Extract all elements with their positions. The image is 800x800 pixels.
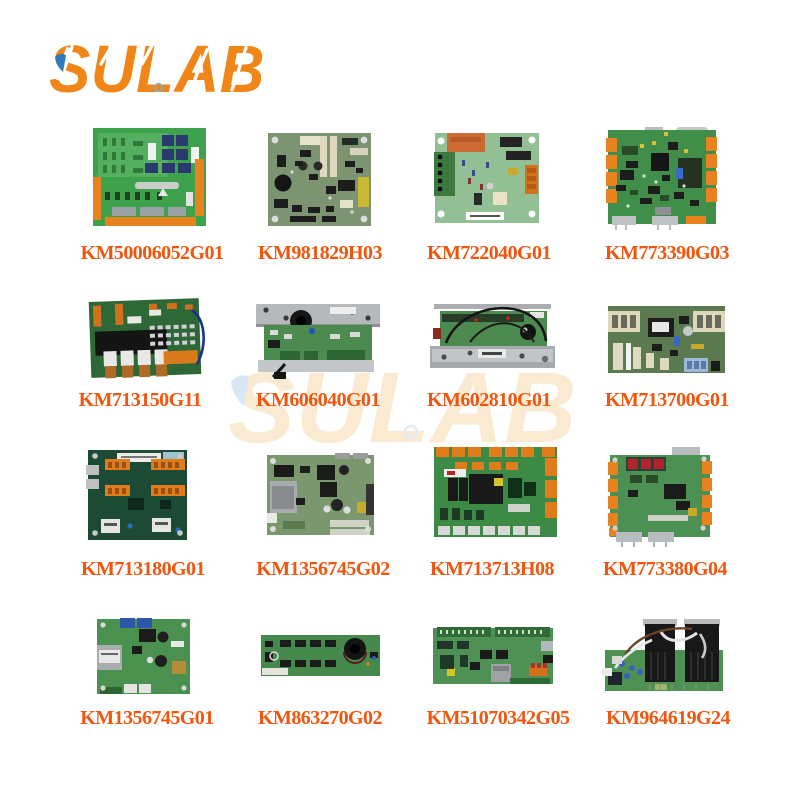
svg-text:KM773380G04: KM773380G04 — [603, 558, 727, 580]
svg-text:KM773390G03: KM773390G03 — [605, 242, 729, 264]
svg-text:KM713150G11: KM713150G11 — [79, 389, 202, 411]
svg-text:KM713180G01: KM713180G01 — [81, 558, 205, 580]
svg-text:KM1356745G01: KM1356745G01 — [80, 707, 213, 729]
svg-text:KM863270G02: KM863270G02 — [258, 707, 382, 729]
svg-text:KM602810G01: KM602810G01 — [427, 389, 551, 411]
svg-text:KM606040G01: KM606040G01 — [256, 389, 380, 411]
svg-text:KM981829H03: KM981829H03 — [258, 242, 382, 264]
svg-text:KM713700G01: KM713700G01 — [605, 389, 729, 411]
svg-text:KM1356745G02: KM1356745G02 — [256, 558, 390, 580]
svg-text:KM51070342G05: KM51070342G05 — [427, 707, 570, 729]
svg-text:KM713713H08: KM713713H08 — [430, 558, 554, 580]
svg-text:KM50006052G01: KM50006052G01 — [81, 242, 224, 264]
svg-text:KM964619G24: KM964619G24 — [606, 707, 730, 729]
svg-text:KM722040G01: KM722040G01 — [427, 242, 551, 264]
svg-text:SULAB: SULAB — [49, 32, 265, 107]
